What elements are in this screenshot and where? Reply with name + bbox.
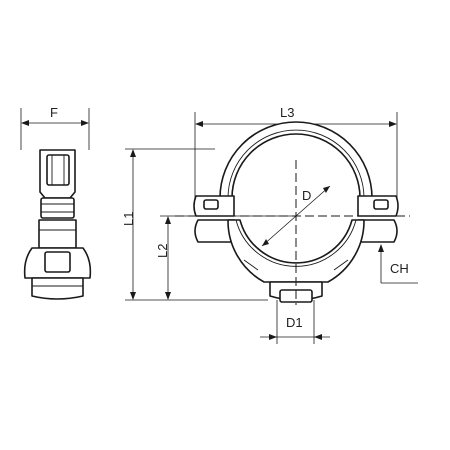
side-view: F bbox=[20, 105, 92, 300]
d-arrow-lower bbox=[262, 239, 269, 246]
side-bottom-nut bbox=[31, 277, 84, 300]
front-view: L3 L1 L2 bbox=[121, 105, 418, 344]
front-lower-ring-hatch bbox=[333, 259, 349, 271]
side-base-slot bbox=[44, 251, 71, 273]
side-upper-slot bbox=[46, 154, 70, 186]
d1-label: D1 bbox=[286, 315, 303, 330]
front-left-screw-head bbox=[203, 199, 219, 210]
front-right-ear-lower bbox=[357, 219, 398, 243]
side-screw-block bbox=[40, 197, 75, 219]
d1-arrow-left bbox=[269, 334, 277, 340]
front-right-screw-head bbox=[373, 199, 389, 210]
d-label: D bbox=[302, 188, 311, 203]
ch-label: CH bbox=[390, 261, 409, 276]
l1-arrow-top bbox=[130, 149, 136, 157]
ch-arrow bbox=[378, 244, 384, 252]
front-upper-ring-inner bbox=[227, 129, 365, 199]
l2-arrow-bottom bbox=[165, 292, 171, 300]
l2-label: L2 bbox=[155, 244, 170, 258]
l1-label: L1 bbox=[121, 212, 136, 226]
f-label: F bbox=[50, 105, 58, 120]
l3-arrow-left bbox=[195, 121, 203, 127]
d-arrow bbox=[323, 186, 330, 193]
d1-arrow-right bbox=[314, 334, 322, 340]
l2-arrow-top bbox=[165, 216, 171, 224]
front-left-ear-lower bbox=[194, 219, 235, 243]
front-lower-ring-hatch bbox=[243, 259, 259, 271]
side-lower-body bbox=[38, 219, 77, 249]
l3-label: L3 bbox=[280, 105, 294, 120]
front-lower-ring bbox=[227, 219, 365, 283]
f-arrow-right bbox=[81, 120, 89, 126]
f-arrow-left bbox=[21, 120, 29, 126]
l1-arrow-bottom bbox=[130, 292, 136, 300]
l3-arrow-right bbox=[389, 121, 397, 127]
d-leader-line bbox=[261, 185, 331, 247]
